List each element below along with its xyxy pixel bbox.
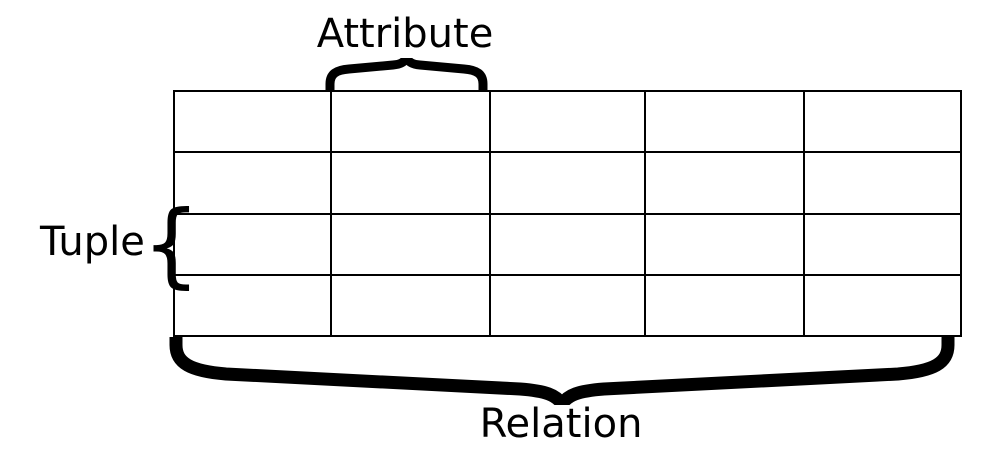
table-row [173, 89, 962, 154]
table-cell-tuple [173, 212, 332, 276]
table-cell [173, 151, 332, 215]
table-cell [644, 89, 805, 154]
table-cell [489, 273, 646, 338]
relation-table-wrapper [173, 89, 962, 338]
attribute-brace-icon [325, 58, 488, 92]
table-row [173, 273, 962, 338]
table-cell [489, 89, 646, 154]
table-cell-attribute [330, 273, 491, 338]
table-cell-attribute [330, 89, 491, 154]
table-cell-tuple [489, 212, 646, 276]
table-cell-tuple [803, 212, 962, 276]
table-cell [803, 151, 962, 215]
table-cell [173, 89, 332, 154]
table-cell [173, 273, 332, 338]
relation-label: Relation [479, 401, 643, 447]
table-row [173, 151, 962, 215]
table-cell [803, 89, 962, 154]
table-cell [803, 273, 962, 338]
attribute-label: Attribute [316, 11, 494, 57]
tuple-label: Tuple [40, 219, 145, 265]
relation-brace-icon [169, 337, 955, 405]
relation-table [173, 89, 962, 338]
table-cell-intersection [330, 212, 491, 276]
table-cell-tuple [644, 212, 805, 276]
table-cell [489, 151, 646, 215]
table-cell [644, 273, 805, 338]
table-cell [644, 151, 805, 215]
table-row-tuple [173, 212, 962, 276]
table-cell-attribute [330, 151, 491, 215]
